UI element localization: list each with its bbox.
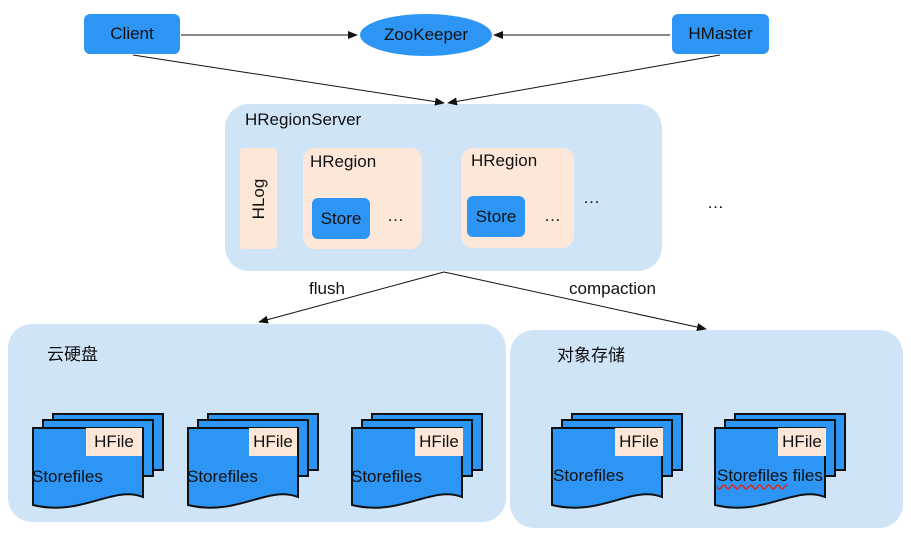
hlog-label: HLog [248,178,268,219]
storefile-stack[interactable]: HFile Storefiles [187,413,322,513]
zookeeper-node[interactable]: ZooKeeper [360,14,492,56]
hregion-1-more: … [387,206,404,225]
flush-label: flush [309,279,345,298]
storefiles-label: Storefiles [553,466,624,485]
hregion-1-label: HRegion [310,152,377,171]
storefiles-suffix: files [792,466,823,485]
storefiles-label: Storefiles files [717,466,823,486]
hfile-tag: HFile [615,428,663,456]
more-servers-ellipsis: … [707,193,724,212]
arrow-client-regionserver [132,54,445,106]
storefiles-label: Storefiles [351,467,422,486]
cloud-disk-title: 云硬盘 [47,345,98,364]
more-regions-ellipsis: … [583,188,600,207]
hmaster-node[interactable]: HMaster [672,14,769,54]
compaction-label: compaction [569,279,656,298]
stack-sheet-front: HFile Storefiles files [714,427,849,513]
hlog-box[interactable]: HLog [240,148,277,249]
store-2[interactable]: Store [467,196,525,237]
storefiles-label: Storefiles [187,467,258,486]
arrow-compaction [443,271,707,331]
hregion-2[interactable]: HRegion Store … [461,148,574,248]
hfile-tag: HFile [86,428,142,456]
store-1[interactable]: Store [312,198,370,239]
stack-sheet-front: HFile Storefiles [187,427,322,513]
stack-sheet-front: HFile Storefiles [351,427,486,513]
hregion-2-label: HRegion [471,151,538,170]
storefile-stack[interactable]: HFile Storefiles files [714,413,849,513]
storefile-stack[interactable]: HFile Storefiles [351,413,486,513]
hregion-2-more: … [544,206,561,225]
object-storage-title: 对象存储 [557,346,625,365]
hregion-1[interactable]: HRegion Store … [303,148,422,249]
region-server-panel [225,104,662,271]
storefile-stack[interactable]: HFile Storefiles [551,413,686,513]
store-1-label: Store [320,208,362,228]
region-server-title: HRegionServer [245,110,362,129]
storefile-stack[interactable]: HFile Storefiles [32,413,167,513]
client-label: Client [110,24,154,43]
stack-sheet-front: HFile Storefiles [32,427,167,513]
store-2-label: Store [475,206,517,226]
arrow-flush [258,271,445,324]
storefiles-word: Storefiles [717,466,788,485]
client-node[interactable]: Client [84,14,180,54]
hmaster-label: HMaster [688,24,753,43]
arrow-hmaster-regionserver [447,54,721,106]
stack-sheet-front: HFile Storefiles [551,427,686,513]
storefiles-label: Storefiles [32,467,103,486]
hfile-tag: HFile [415,428,463,456]
zookeeper-label: ZooKeeper [383,25,469,44]
hfile-tag: HFile [249,428,297,456]
hfile-tag: HFile [778,428,826,456]
